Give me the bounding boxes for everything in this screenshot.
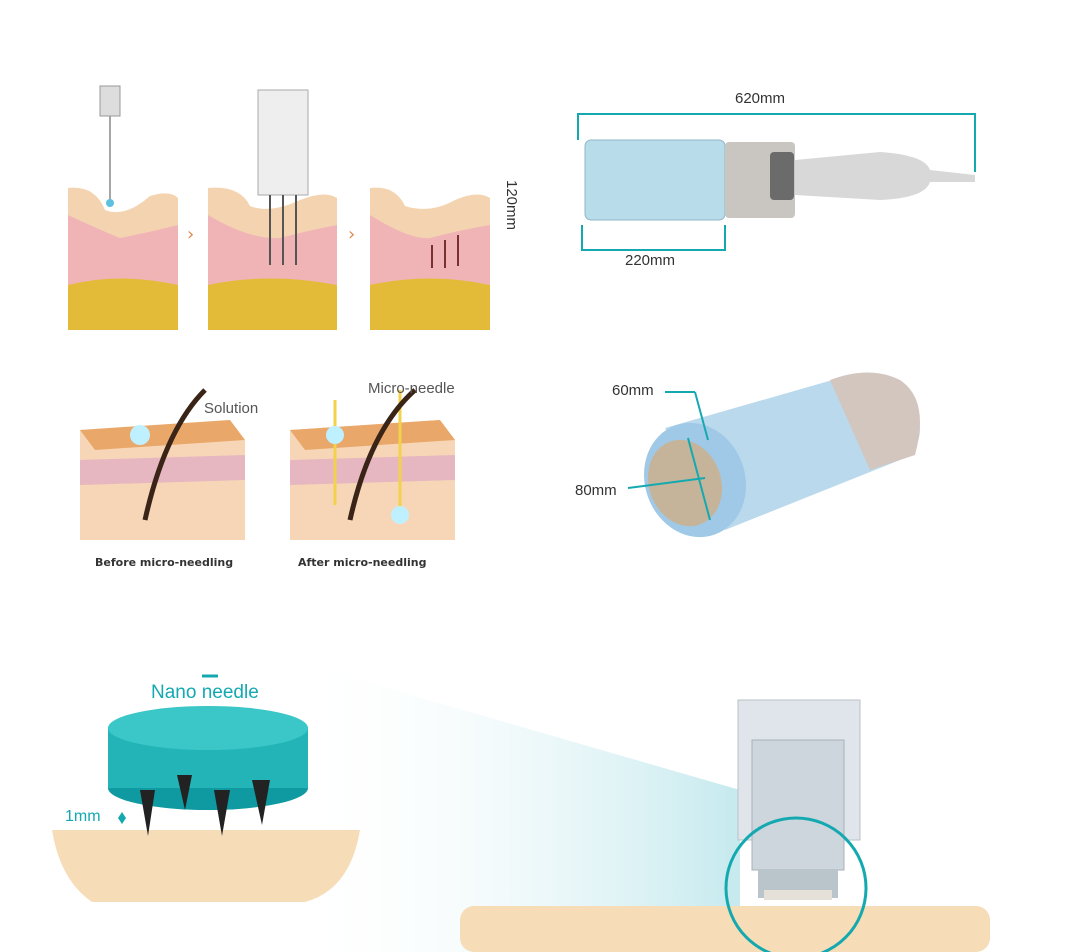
skin-steps-svg: › ›: [68, 85, 490, 330]
depth-label: 1mm: [65, 808, 101, 825]
pen-dimension-svg: [577, 113, 976, 251]
microneedling-comparison: Solution Micro-needle Before micro-needl…: [70, 370, 490, 580]
pen-dimension-figure: 620mm 120mm 220mm: [503, 80, 1030, 280]
nano-needle-label: Nano needle: [151, 682, 259, 703]
before-skin-block: [80, 388, 245, 540]
after-caption: After micro-needling: [298, 556, 427, 569]
before-caption: Before micro-needling: [95, 556, 234, 569]
nano-needle-svg: [52, 660, 990, 952]
cartridge-svg: [627, 372, 920, 538]
microneedle-label: Micro-needle: [368, 380, 455, 397]
svg-text:›: ›: [187, 224, 194, 245]
cartridge-figure: 60mm 80mm: [570, 360, 950, 550]
svg-text:›: ›: [348, 224, 355, 245]
tip-dimension-label: 220mm: [625, 252, 676, 269]
label-80mm: 80mm: [575, 482, 617, 499]
solution-label: Solution: [204, 400, 259, 417]
skin-panel-1: [68, 85, 178, 330]
nano-needle-figure: Nano needle 1mm: [0, 640, 1079, 952]
microneedling-svg: [80, 388, 455, 540]
length-dimension-label: 620mm: [735, 90, 786, 107]
after-skin-block: [290, 388, 455, 540]
skin-steps-illustration: › ›: [0, 0, 520, 340]
label-60mm: 60mm: [612, 382, 654, 399]
skin-panel-2: [208, 89, 337, 330]
height-dimension-label: 120mm: [503, 180, 520, 231]
skin-panel-3: [370, 187, 490, 330]
